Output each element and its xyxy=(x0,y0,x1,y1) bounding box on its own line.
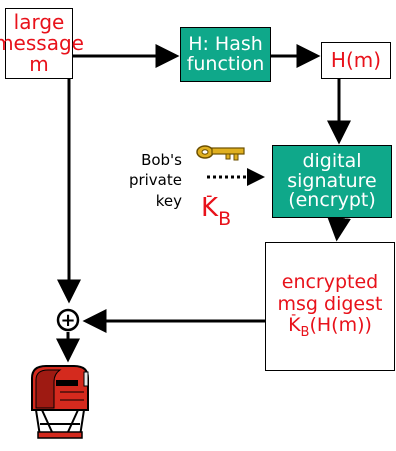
arrow-signature-to-digest xyxy=(327,216,351,242)
private-key-line3: key xyxy=(155,191,182,210)
digest-key-letter: K xyxy=(288,314,301,337)
private-key-symbol-letter: K xyxy=(201,193,219,223)
private-key-line1: Bob's xyxy=(141,151,182,169)
hash-output-box: H(m) xyxy=(321,42,391,79)
digest-key-sup: - xyxy=(291,307,297,324)
hash-function-line2: function xyxy=(186,52,265,75)
digital-signature-line2: signature xyxy=(287,169,377,192)
mailbox-icon xyxy=(31,365,89,439)
large-message-line2: message xyxy=(0,31,84,55)
digest-key-symbol: K-B xyxy=(288,307,310,341)
key-icon xyxy=(196,145,245,161)
hash-function-line1: H: Hash xyxy=(188,32,263,55)
private-key-symbol: K-B xyxy=(201,185,232,230)
encrypted-digest-box: encrypted msg digest K-B(H(m)) xyxy=(265,242,395,371)
combine-symbol: + xyxy=(60,310,75,331)
hash-function-box: H: Hash function xyxy=(180,27,271,82)
digital-signature-line3: (encrypt) xyxy=(288,189,376,212)
large-message-box: large message m xyxy=(0,8,84,79)
digital-signature-box: digital signature (encrypt) xyxy=(272,145,392,218)
plus-circle-icon: + xyxy=(56,308,80,332)
mailbox-slot xyxy=(56,380,78,386)
large-message-line1: large xyxy=(13,10,65,34)
encrypted-digest-line2: msg digest xyxy=(277,292,383,315)
encrypted-digest-formula: K-B(H(m)) xyxy=(288,307,372,341)
encrypted-digest-line1: encrypted xyxy=(281,270,379,293)
digest-key-sub: B xyxy=(300,325,310,341)
private-key-label: Bob's private key xyxy=(118,150,182,211)
digest-key-rest: (H(m)) xyxy=(309,314,372,337)
digital-signature-line1: digital xyxy=(302,149,362,172)
private-key-symbol-sup: - xyxy=(206,185,213,206)
large-message-line3: m xyxy=(29,52,49,76)
hash-output-label: H(m) xyxy=(330,48,382,72)
private-key-line2: private xyxy=(128,171,182,190)
private-key-symbol-sub: B xyxy=(218,208,232,230)
